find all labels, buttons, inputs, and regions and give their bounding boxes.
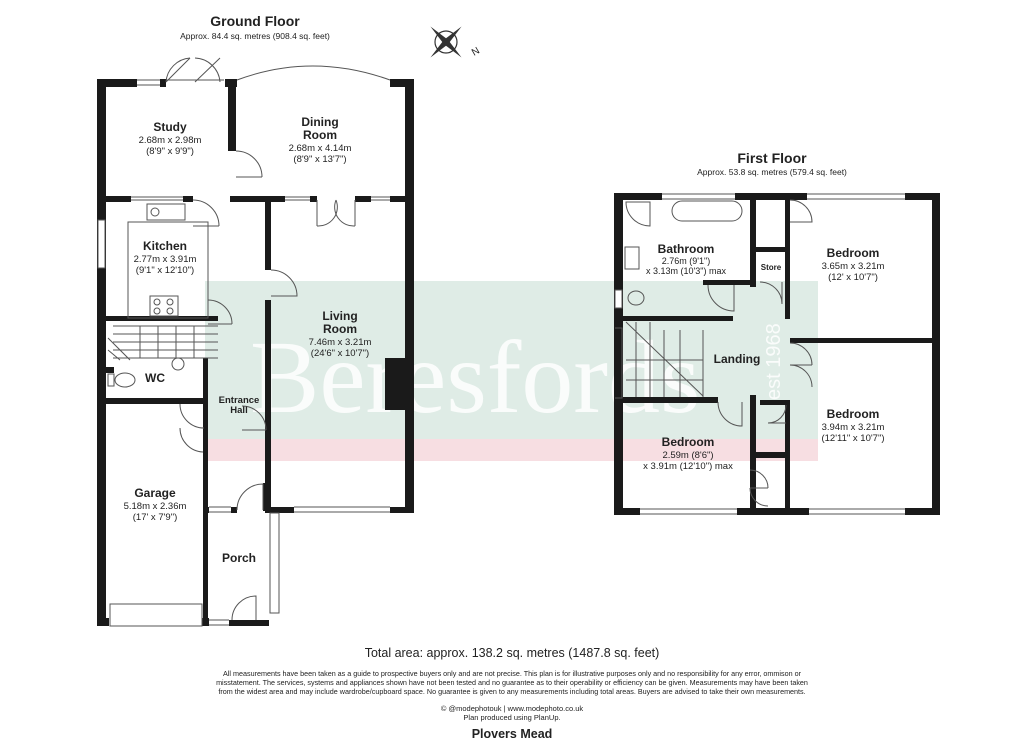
first-floor-area: Approx. 53.8 sq. metres (579.4 sq. feet)	[697, 167, 847, 177]
first-floor-fixtures	[614, 193, 905, 515]
room-dims-imperial: (8'9" x 9'9")	[146, 146, 194, 157]
credit-line: © @modephotouk | www.modephoto.co.uk	[440, 704, 584, 713]
room-name: Living	[322, 309, 357, 323]
ground-floor-fixtures	[97, 57, 391, 627]
disclaimer-line-2: misstatement. The services, systems and …	[216, 678, 808, 687]
room-name-2: Room	[323, 322, 357, 336]
room-dims-imperial: (8'9" x 13'7")	[293, 154, 346, 165]
room-dims: 2.59m (8'6")	[662, 450, 713, 461]
first-floor-title: First Floor	[737, 150, 807, 166]
property-name: Plovers Mead	[471, 727, 553, 741]
room-wc: WC	[145, 371, 165, 385]
room-porch: Porch	[222, 551, 256, 565]
room-name: Study	[153, 120, 187, 134]
ground-floor-walls	[97, 79, 414, 626]
room-bathroom: Bathroom 2.76m (9'1") x 3.13m (10'3") ma…	[646, 242, 726, 276]
room-dims-imperial: (17' x 7'9")	[133, 512, 178, 523]
room-store: Store	[761, 263, 782, 272]
room-name-2: Hall	[230, 405, 247, 416]
room-dims-imperial: (9'1" x 12'10")	[136, 265, 194, 276]
room-study: Study 2.68m x 2.98m (8'9" x 9'9")	[139, 120, 202, 157]
room-name-2: Room	[303, 128, 337, 142]
room-name: Bedroom	[662, 435, 715, 449]
room-dims-imperial: (12' x 10'7")	[828, 272, 878, 283]
disclaimer-line-3: from the widest area and may include war…	[218, 687, 806, 696]
total-area: Total area: approx. 138.2 sq. metres (14…	[364, 646, 660, 660]
room-dims-imperial: (12'11" x 10'7")	[821, 433, 884, 444]
room-landing: Landing	[714, 352, 761, 366]
room-bedroom-3: Bedroom 3.94m x 3.21m (12'11" x 10'7")	[821, 407, 884, 444]
room-bedroom-2: Bedroom 2.59m (8'6") x 3.91m (12'10") ma…	[643, 435, 733, 472]
room-name: Bedroom	[827, 407, 880, 421]
room-name: Bedroom	[827, 246, 880, 260]
room-dims: 3.94m x 3.21m	[822, 422, 885, 433]
watermark-stripe	[205, 439, 818, 461]
room-garage: Garage 5.18m x 2.36m (17' x 7'9")	[124, 486, 187, 523]
room-kitchen: Kitchen 2.77m x 3.91m (9'1" x 12'10")	[134, 239, 197, 276]
room-name: Dining	[301, 115, 338, 129]
room-name: Entrance	[219, 395, 260, 406]
room-dims-imperial: x 3.13m (10'3") max	[646, 266, 726, 276]
room-dims: 2.76m (9'1")	[662, 256, 710, 266]
room-name: Garage	[134, 486, 176, 500]
room-dims: 5.18m x 2.36m	[124, 501, 187, 512]
room-name: Bathroom	[658, 242, 715, 256]
plan-credit: Plan produced using PlanUp.	[463, 713, 561, 722]
room-dims: 7.46m x 3.21m	[309, 337, 372, 348]
ground-floor-area: Approx. 84.4 sq. metres (908.4 sq. feet)	[180, 31, 330, 41]
room-name: Kitchen	[143, 239, 187, 253]
compass-label: N	[470, 45, 482, 58]
disclaimer-line-1: All measurements have been taken as a gu…	[223, 669, 801, 678]
room-dining: Dining Room 2.68m x 4.14m (8'9" x 13'7")	[289, 115, 352, 165]
room-dims: 2.77m x 3.91m	[134, 254, 197, 265]
room-entrance-hall: Entrance Hall	[219, 395, 260, 416]
room-dims-imperial: x 3.91m (12'10") max	[643, 461, 733, 472]
room-dims: 2.68m x 2.98m	[139, 135, 202, 146]
room-dims: 2.68m x 4.14m	[289, 143, 352, 154]
ground-floor-title: Ground Floor	[210, 13, 300, 29]
watermark: Beresfords est 1968	[205, 281, 818, 461]
first-floor-walls	[614, 193, 940, 515]
watermark-band	[205, 281, 818, 439]
room-dims-imperial: (24'6" x 10'7")	[311, 348, 369, 359]
room-bedroom-1: Bedroom 3.65m x 3.21m (12' x 10'7")	[822, 246, 885, 283]
room-dims: 3.65m x 3.21m	[822, 261, 885, 272]
watermark-brand: Beresfords	[250, 320, 701, 435]
compass-icon: N	[430, 26, 482, 59]
watermark-est: est 1968	[763, 323, 785, 400]
room-living: Living Room 7.46m x 3.21m (24'6" x 10'7"…	[309, 309, 372, 359]
